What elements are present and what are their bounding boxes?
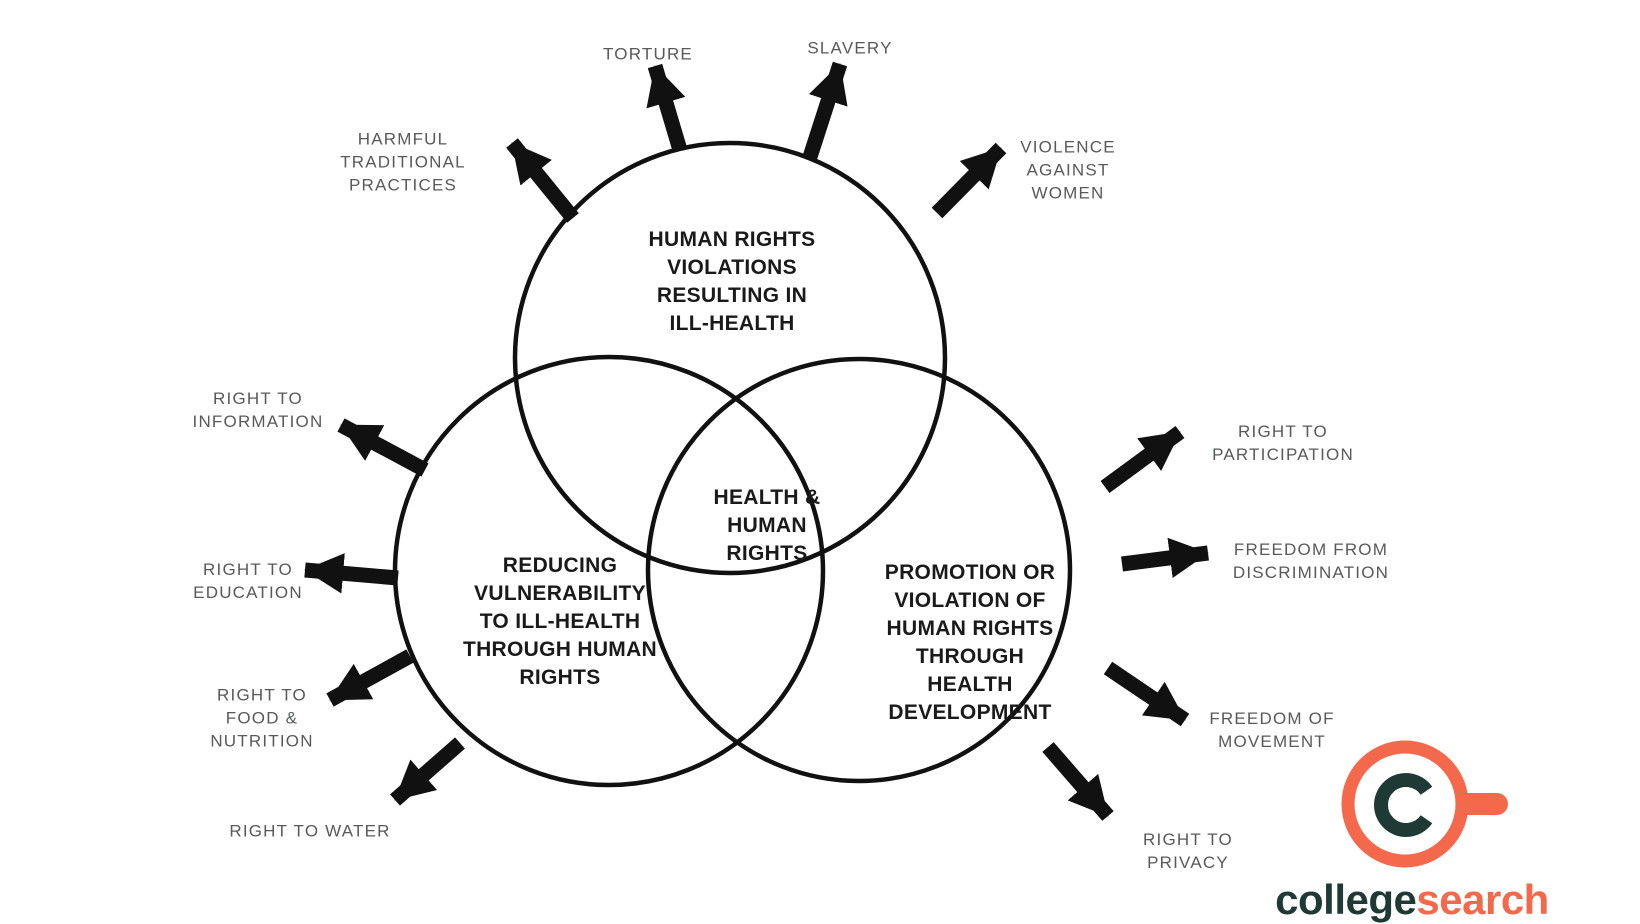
right-to-participation-arrow <box>1100 425 1185 494</box>
slavery-label: SLAVERY <box>807 38 893 58</box>
right-circle-label: PROMOTION OR VIOLATION OF HUMAN RIGHTS T… <box>884 561 1056 724</box>
top-circle-label: HUMAN RIGHTS VIOLATIONS RESULTING IN ILL… <box>648 228 816 335</box>
right-to-privacy-label: RIGHT TO PRIVACY <box>1143 830 1233 872</box>
right-to-food-nutrition-arrow <box>326 649 414 707</box>
freedom-of-movement-arrow <box>1103 661 1190 727</box>
magnifier-c-icon <box>1341 740 1508 868</box>
freedom-of-movement-label: FREEDOM OF MOVEMENT <box>1209 709 1335 751</box>
violence-against-women-arrow <box>931 142 1007 219</box>
logo-wordmark-college: college <box>1275 876 1417 923</box>
right-to-water-label: RIGHT TO WATER <box>229 821 391 841</box>
slavery-arrow <box>802 61 848 160</box>
arrows-layer <box>304 61 1209 821</box>
right-to-information-label: RIGHT TO INFORMATION <box>192 389 324 431</box>
freedom-from-discrimination-arrow <box>1121 537 1209 578</box>
right-to-information-arrow <box>337 418 429 477</box>
torture-arrow <box>646 63 688 153</box>
harmful-traditional-practices-arrow <box>506 138 579 223</box>
logo-c-glyph <box>1374 773 1433 837</box>
logo-wordmark-search: search <box>1416 876 1549 923</box>
right-to-education-arrow <box>304 553 399 594</box>
right-to-privacy-arrow <box>1042 742 1114 821</box>
freedom-from-discrimination-label: FREEDOM FROM DISCRIMINATION <box>1232 540 1390 582</box>
left-circle-label: REDUCING VULNERABILITY TO ILL-HEALTH THR… <box>462 554 658 689</box>
center-overlap-label: HEALTH & HUMAN RIGHTS <box>713 486 821 565</box>
collegesearch-logo: collegesearch <box>1275 720 1549 924</box>
harmful-traditional-practices-label: HARMFUL TRADITIONAL PRACTICES <box>340 129 466 195</box>
violence-against-women-label: VIOLENCE AGAINST WOMEN <box>1020 137 1116 203</box>
right-to-participation-label: RIGHT TO PARTICIPATION <box>1212 422 1354 464</box>
magnifier-ring <box>1341 740 1469 868</box>
right-to-food-nutrition-label: RIGHT TO FOOD & NUTRITION <box>210 685 314 751</box>
logo-wordmark: collegesearch <box>1275 876 1549 924</box>
torture-label: TORTURE <box>603 44 693 64</box>
top-circle <box>512 140 948 576</box>
right-to-water-arrow <box>390 737 465 806</box>
left-circle <box>392 354 826 788</box>
right-to-education-label: RIGHT TO EDUCATION <box>193 560 303 602</box>
right-circle <box>645 356 1073 784</box>
